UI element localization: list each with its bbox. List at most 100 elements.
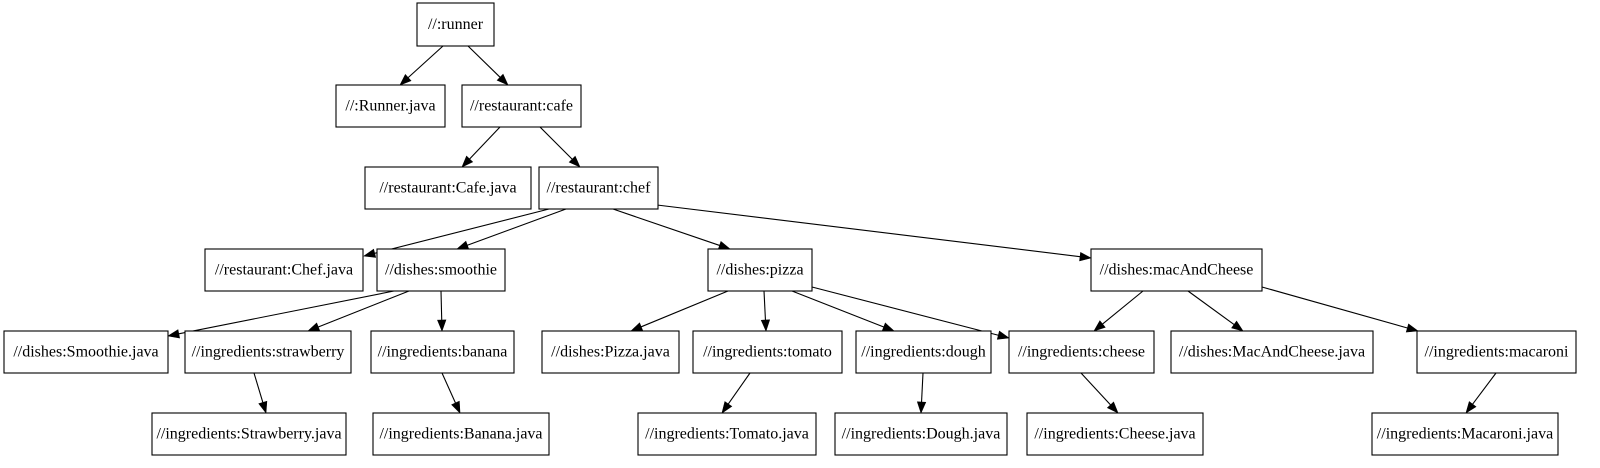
edge-arrowhead-icon bbox=[461, 155, 474, 168]
graph-edge bbox=[167, 290, 395, 339]
node-label: //ingredients:Strawberry.java bbox=[156, 426, 341, 443]
graph-node-dishes_smoothie_java[interactable]: //dishes:Smoothie.java bbox=[3, 330, 169, 374]
node-box[interactable] bbox=[370, 330, 515, 374]
node-box[interactable] bbox=[151, 412, 347, 456]
edge-line bbox=[612, 208, 720, 246]
graph-node-restaurant_cafe_java[interactable]: //restaurant:Cafe.java bbox=[364, 166, 532, 210]
graph-edge bbox=[253, 372, 268, 414]
node-box[interactable] bbox=[416, 2, 495, 47]
edge-line bbox=[178, 290, 395, 335]
node-box[interactable] bbox=[637, 412, 817, 456]
edge-line bbox=[640, 290, 729, 328]
graph-node-restaurant_chef_java[interactable]: //restaurant:Chef.java bbox=[204, 248, 364, 292]
graph-edge bbox=[456, 208, 567, 250]
node-box[interactable] bbox=[364, 166, 532, 210]
node-box[interactable] bbox=[1008, 330, 1155, 374]
graph-node-ing_dough_java[interactable]: //ingredients:Dough.java bbox=[834, 412, 1008, 456]
edge-line bbox=[763, 290, 766, 321]
node-box[interactable] bbox=[184, 330, 352, 374]
node-box[interactable] bbox=[204, 248, 364, 292]
graph-edge bbox=[441, 372, 461, 414]
graph-node-dishes_pizza[interactable]: //dishes:pizza bbox=[707, 248, 813, 292]
node-box[interactable] bbox=[541, 330, 680, 374]
graph-node-restaurant_chef[interactable]: //restaurant:chef bbox=[538, 166, 659, 210]
graph-edge bbox=[656, 204, 1092, 262]
node-box[interactable] bbox=[707, 248, 813, 292]
node-box[interactable] bbox=[1026, 412, 1204, 456]
graph-node-ing_strawberry_java[interactable]: //ingredients:Strawberry.java bbox=[151, 412, 347, 456]
edge-line bbox=[407, 45, 444, 79]
node-box[interactable] bbox=[376, 248, 506, 292]
edge-arrowhead-icon bbox=[916, 401, 927, 414]
edge-line bbox=[467, 208, 567, 246]
node-label: //ingredients:cheese bbox=[1018, 344, 1145, 361]
edge-arrowhead-icon bbox=[1093, 320, 1106, 332]
node-box[interactable] bbox=[461, 84, 582, 128]
graph-node-runner[interactable]: //:runner bbox=[416, 2, 495, 47]
edge-arrowhead-icon bbox=[1231, 320, 1244, 332]
edge-line bbox=[318, 290, 410, 328]
graph-node-ing_strawberry[interactable]: //ingredients:strawberry bbox=[184, 330, 352, 374]
node-box[interactable] bbox=[3, 330, 169, 374]
graph-node-ing_tomato_java[interactable]: //ingredients:Tomato.java bbox=[637, 412, 817, 456]
node-label: //ingredients:dough bbox=[861, 344, 985, 361]
graph-node-ing_macaroni_java[interactable]: //ingredients:Macaroni.java bbox=[1371, 412, 1559, 456]
graph-edge bbox=[363, 208, 550, 258]
graph-node-dishes_pizza_java[interactable]: //dishes:Pizza.java bbox=[541, 330, 680, 374]
node-label: //dishes:Pizza.java bbox=[551, 344, 670, 361]
node-box[interactable] bbox=[855, 330, 992, 374]
graph-edge bbox=[437, 290, 447, 332]
edge-line bbox=[791, 290, 884, 328]
node-label: //ingredients:macaroni bbox=[1425, 344, 1570, 361]
edge-arrowhead-icon bbox=[307, 322, 321, 332]
graph-edge bbox=[811, 286, 1010, 340]
graph-node-ing_banana_java[interactable]: //ingredients:Banana.java bbox=[372, 412, 550, 456]
edge-arrowhead-icon bbox=[437, 319, 447, 332]
node-label: //restaurant:cafe bbox=[470, 98, 573, 115]
edge-line bbox=[1102, 290, 1144, 325]
graph-node-dishes_smoothie[interactable]: //dishes:smoothie bbox=[376, 248, 506, 292]
graph-node-ing_cheese_java[interactable]: //ingredients:Cheese.java bbox=[1026, 412, 1204, 456]
node-label: //dishes:pizza bbox=[716, 262, 803, 279]
graph-edge bbox=[721, 372, 751, 414]
graph-node-dishes_macandcheese[interactable]: //dishes:macAndCheese bbox=[1090, 248, 1263, 292]
graph-node-ing_banana[interactable]: //ingredients:banana bbox=[370, 330, 515, 374]
graph-edge bbox=[1187, 290, 1244, 332]
graph-node-runner_java[interactable]: //:Runner.java bbox=[335, 84, 446, 128]
edge-line bbox=[469, 126, 501, 160]
graph-node-ing_dough[interactable]: //ingredients:dough bbox=[855, 330, 992, 374]
node-box[interactable] bbox=[1371, 412, 1559, 456]
edge-arrowhead-icon bbox=[363, 248, 377, 258]
node-box[interactable] bbox=[1416, 330, 1577, 374]
graph-node-ing_macaroni[interactable]: //ingredients:macaroni bbox=[1416, 330, 1577, 374]
graph-edge bbox=[1261, 286, 1419, 333]
edge-arrowhead-icon bbox=[1405, 323, 1419, 333]
node-label: //restaurant:Cafe.java bbox=[379, 180, 516, 197]
graph-node-ing_tomato[interactable]: //ingredients:tomato bbox=[692, 330, 843, 374]
graph-node-ing_cheese[interactable]: //ingredients:cheese bbox=[1008, 330, 1155, 374]
graph-edge bbox=[1465, 372, 1497, 414]
node-box[interactable] bbox=[1090, 248, 1263, 292]
node-box[interactable] bbox=[1170, 330, 1374, 374]
node-layer: //:runner //:Runner.java //restaurant:cafe… bbox=[3, 2, 1577, 456]
node-box[interactable] bbox=[834, 412, 1008, 456]
node-box[interactable] bbox=[335, 84, 446, 128]
edge-arrowhead-icon bbox=[881, 322, 895, 332]
node-box[interactable] bbox=[692, 330, 843, 374]
graph-edge bbox=[1080, 372, 1119, 414]
edge-arrowhead-icon bbox=[167, 329, 180, 339]
node-label: //ingredients:Macaroni.java bbox=[1377, 426, 1553, 443]
node-box[interactable] bbox=[372, 412, 550, 456]
node-box[interactable] bbox=[538, 166, 659, 210]
graph-node-restaurant_cafe[interactable]: //restaurant:cafe bbox=[461, 84, 582, 128]
edge-layer bbox=[167, 45, 1497, 414]
edge-arrowhead-icon bbox=[630, 322, 644, 332]
edge-arrowhead-icon bbox=[1465, 401, 1477, 414]
edge-line bbox=[539, 126, 573, 160]
edge-line bbox=[656, 204, 1081, 258]
graph-node-dishes_mac_java[interactable]: //dishes:MacAndCheese.java bbox=[1170, 330, 1374, 374]
node-label: //ingredients:Banana.java bbox=[379, 426, 542, 443]
edge-arrowhead-icon bbox=[1106, 401, 1119, 414]
